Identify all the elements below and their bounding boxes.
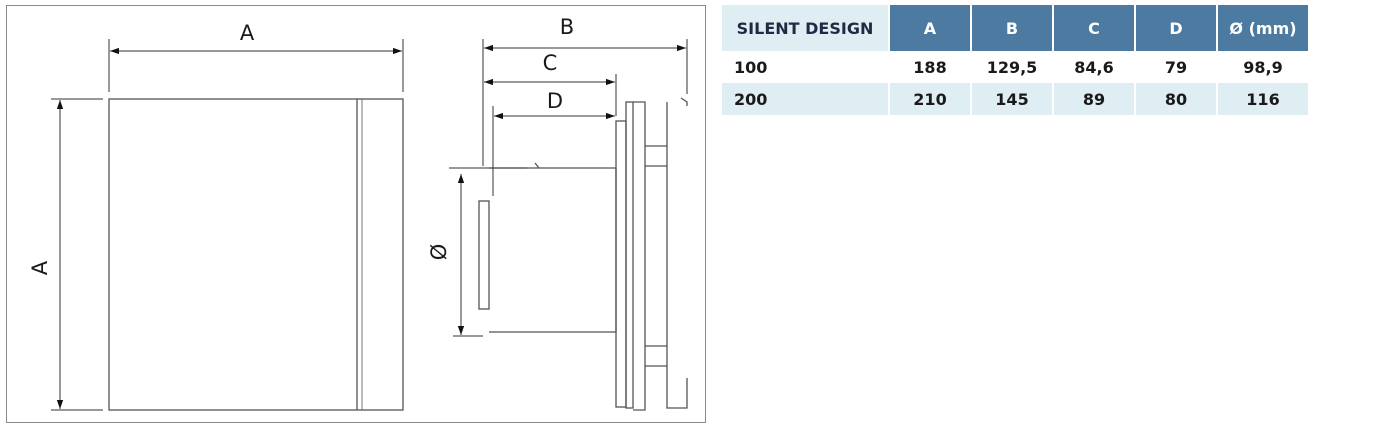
dimension-side-lines (449, 39, 688, 337)
cell-model: 100 (734, 57, 768, 77)
label-front-width: A (240, 21, 255, 45)
cell-b: 145 (970, 83, 1053, 115)
header-a: A (888, 5, 971, 51)
label-duct-depth: D (547, 89, 563, 113)
cover-back (625, 101, 634, 409)
table-row: 200 210 145 89 80 116 (722, 83, 1308, 115)
cell-c: 84,6 (1052, 51, 1135, 83)
cell-model: 200 (722, 83, 889, 115)
front-plate (615, 120, 627, 408)
cell-d: 80 (1134, 83, 1217, 115)
header-c: C (1052, 5, 1135, 51)
label-front-height: A (28, 260, 52, 275)
cover-side-profile (666, 102, 688, 409)
header-diameter: Ø (mm) (1216, 5, 1308, 51)
label-side-depth: B (560, 15, 574, 39)
header-model: SILENT DESIGN (722, 5, 889, 51)
cell-diameter: 116 (1216, 83, 1308, 115)
side-view (478, 97, 688, 411)
cell-diameter: 98,9 (1216, 51, 1308, 83)
cell-a: 188 (888, 51, 971, 83)
cell-d: 79 (1134, 51, 1217, 83)
table-row: 100 188 129,5 84,6 79 98,9 (722, 51, 1308, 83)
table-header-row: SILENT DESIGN A B C D Ø (mm) (722, 5, 1308, 51)
front-view (108, 98, 404, 411)
dimension-front-height (51, 98, 103, 411)
dimensions-table: SILENT DESIGN A B C D Ø (mm) 100 188 129… (722, 5, 1308, 115)
motor-body-outline (489, 167, 617, 333)
cell-a: 210 (888, 83, 971, 115)
label-duct-diameter: Ø (427, 244, 451, 261)
cell-b: 129,5 (970, 51, 1053, 83)
technical-drawing-panel: A A (6, 5, 706, 423)
dimension-front-width (108, 39, 404, 92)
header-d: D (1134, 5, 1217, 51)
cover-front (633, 101, 646, 411)
duct-spigot (478, 200, 490, 310)
front-cover-outline (108, 98, 404, 411)
dimension-drawing: A A (28, 15, 688, 411)
cell-c: 89 (1052, 83, 1135, 115)
motor-body-notch (534, 162, 540, 169)
label-body-depth: C (543, 51, 558, 75)
header-b: B (970, 5, 1053, 51)
cover-side-tip (680, 97, 688, 106)
